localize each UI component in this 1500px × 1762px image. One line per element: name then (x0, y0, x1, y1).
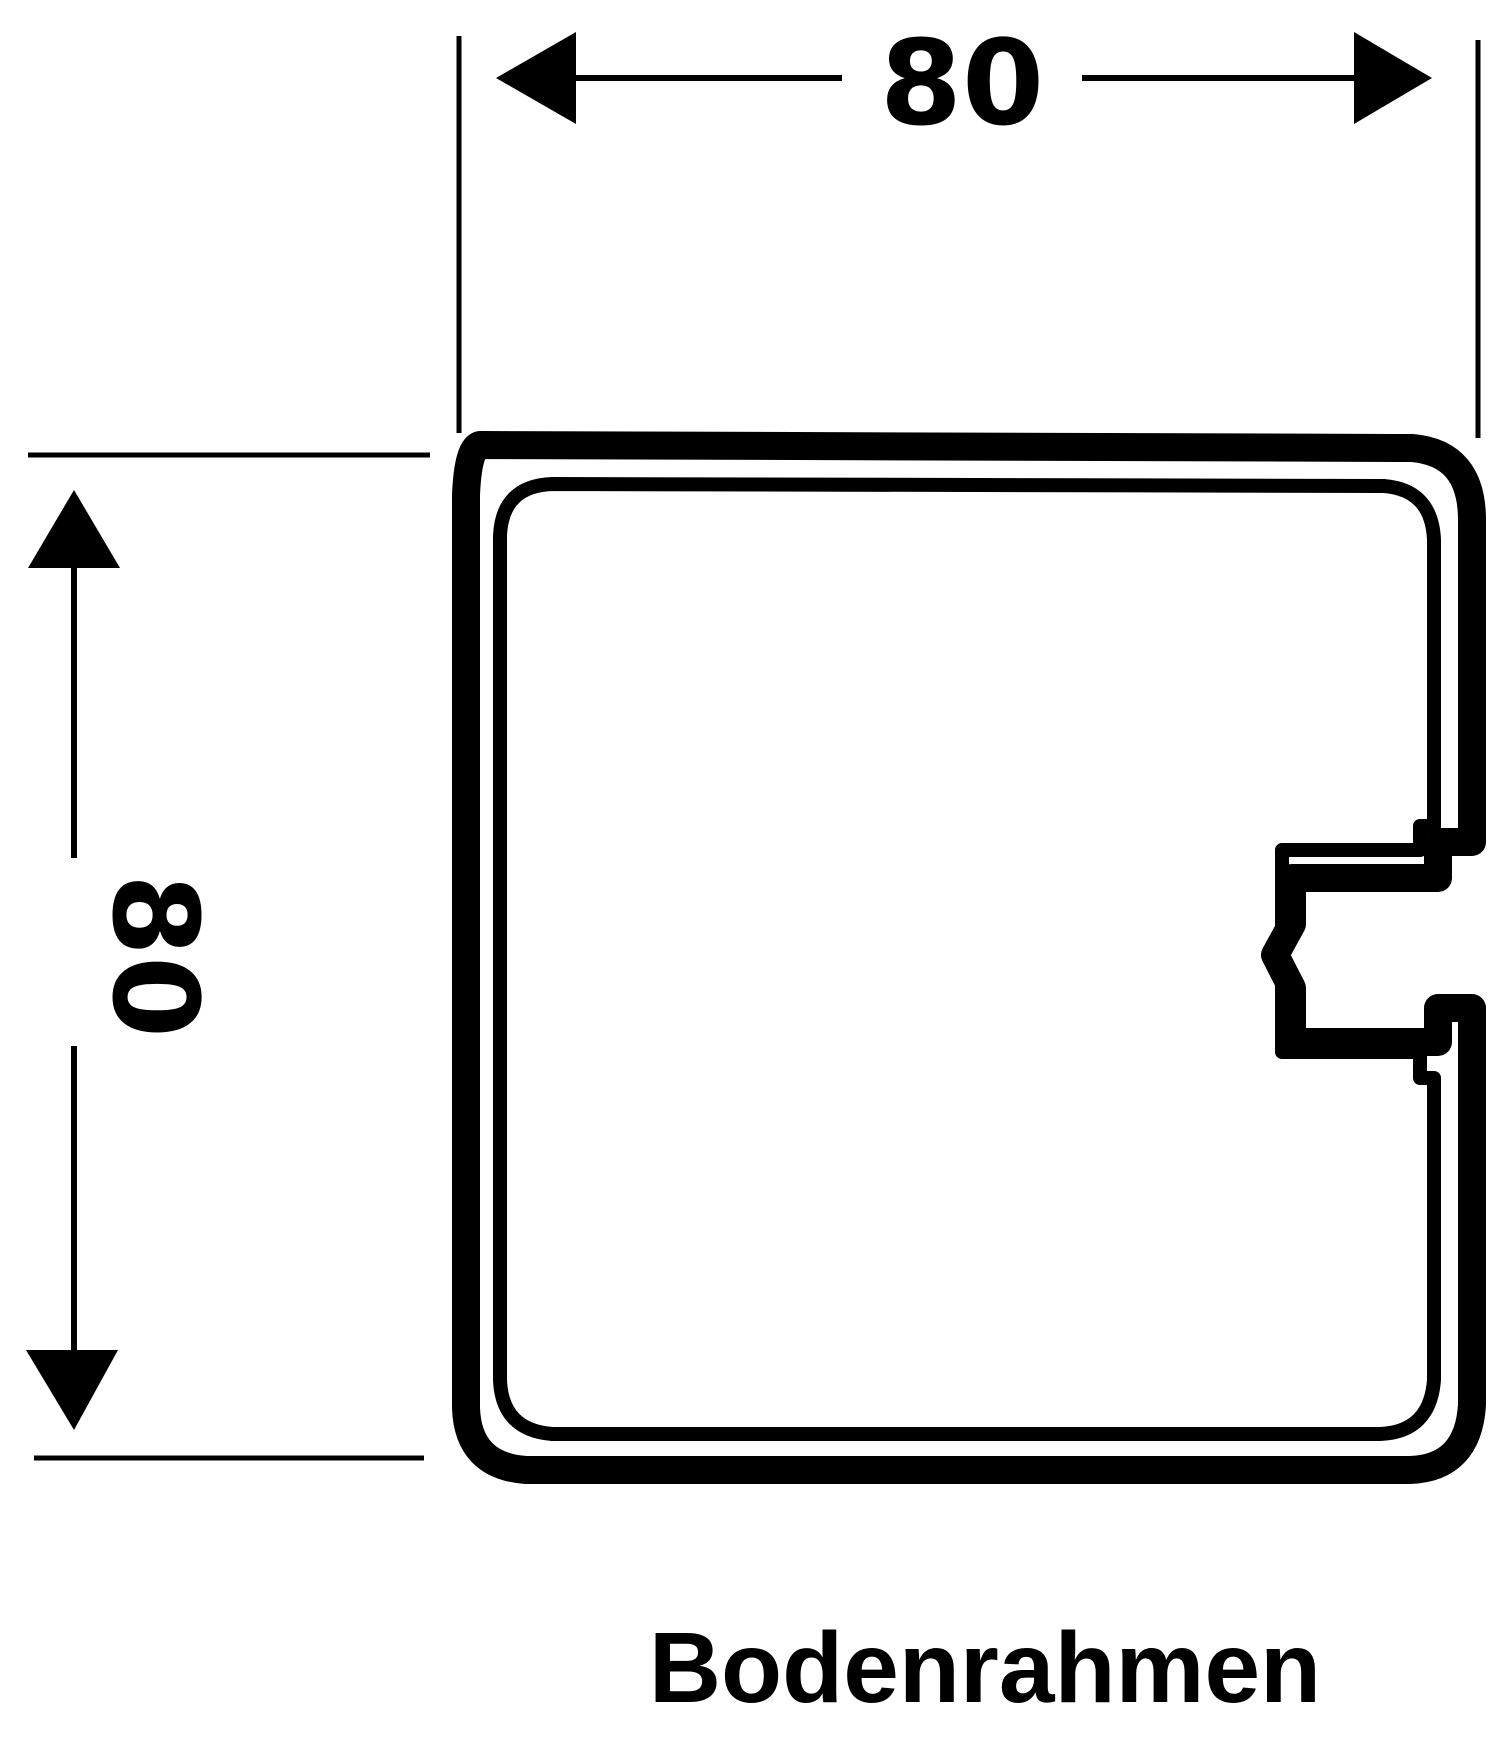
height-arrowhead-bottom (26, 1350, 118, 1430)
width-dimension: 80 (496, 14, 1432, 152)
height-dimension-label: 80 (86, 874, 224, 1038)
profile-inner-contour (493, 477, 1441, 1441)
profile-outer-contour (452, 431, 1486, 1484)
height-dimension: 80 (26, 490, 224, 1430)
width-dimension-label: 80 (880, 14, 1044, 152)
width-arrowhead-right (1354, 32, 1432, 124)
frame-profile (452, 431, 1486, 1484)
profile-caption: Bodenrahmen (649, 1612, 1321, 1724)
width-arrowhead-left (496, 32, 576, 124)
height-arrowhead-top (28, 490, 120, 568)
